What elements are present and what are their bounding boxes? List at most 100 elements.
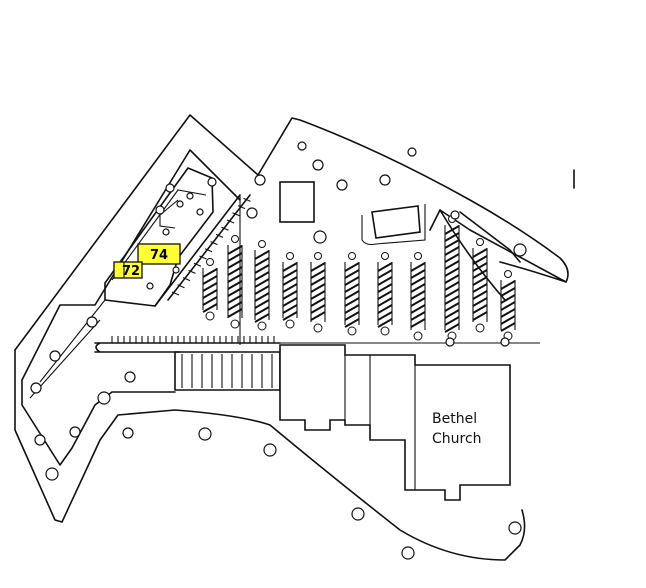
unit-74-label: 74 — [150, 248, 168, 263]
parking-stall-line — [282, 290, 298, 300]
parking-stall-line — [310, 311, 326, 321]
parking-stall-line — [410, 297, 426, 307]
parking-row-head-tree — [258, 240, 266, 248]
parking-stall-line — [282, 276, 298, 286]
unit-72-label: 72 — [122, 264, 140, 279]
parking-row-end-tree — [257, 321, 267, 331]
parking-row-end-tree — [475, 323, 485, 333]
parking-stall-line — [254, 264, 270, 274]
parking-stall-line — [344, 262, 360, 272]
parking-row-end-tree — [205, 311, 215, 321]
parking-stall-line — [500, 315, 516, 325]
parking-stall-line — [377, 276, 393, 286]
parking-stall-line — [410, 290, 426, 300]
tree-symbol — [401, 546, 415, 560]
parking-stall-line — [472, 262, 488, 272]
unit-74-highlight[interactable] — [137, 243, 181, 265]
parking-stall-line — [227, 252, 243, 262]
tree-symbol — [513, 243, 527, 257]
tree-symbol — [86, 316, 98, 328]
parking-stall-line — [227, 245, 243, 255]
parking-stall-line — [377, 290, 393, 300]
parking-stall-line — [500, 322, 516, 332]
tree-symbol — [313, 230, 327, 244]
parking-stall-line — [444, 288, 460, 298]
parking-stall-line — [227, 301, 243, 311]
parking-row-edge — [282, 262, 298, 318]
parking-row-end-tree — [413, 331, 423, 341]
parking-stall-line — [377, 269, 393, 279]
parking-stall-line — [472, 290, 488, 300]
aisle-tick — [177, 284, 185, 289]
tree-symbol — [263, 443, 277, 457]
parking-row-head-tree — [231, 235, 239, 243]
parking-stall-line — [254, 278, 270, 288]
parking-row-head-tree — [381, 252, 389, 260]
parking-stall-line — [202, 268, 218, 278]
parking-stall-line — [410, 311, 426, 321]
tree-symbol — [45, 467, 59, 481]
tree-symbol — [196, 208, 204, 216]
parking-stall-line — [444, 267, 460, 277]
parking-stall-line — [444, 309, 460, 319]
parking-stall-line — [472, 248, 488, 258]
parking-row-head-tree — [286, 252, 294, 260]
parking-stall-line — [310, 276, 326, 286]
tree-symbol — [379, 174, 391, 186]
parking-stall-line — [444, 281, 460, 291]
tree-symbol — [49, 350, 61, 362]
tree-symbol — [186, 192, 194, 200]
parking-stall-line — [377, 311, 393, 321]
aisle-tick — [182, 277, 191, 282]
parking-stall-line — [202, 282, 218, 292]
parking-stall-line — [410, 276, 426, 286]
tree-symbol — [155, 205, 165, 215]
parking-rows — [111, 197, 516, 388]
parking-stall-line — [282, 283, 298, 293]
parking-stall-line — [202, 296, 218, 306]
parking-row-end-tree — [313, 323, 323, 333]
tree-symbol — [124, 371, 136, 383]
parking-stall-line — [377, 297, 393, 307]
parking-stall-line — [254, 271, 270, 281]
main-drive — [94, 342, 281, 353]
parking-stall-line — [254, 313, 270, 323]
parking-stall-line — [310, 269, 326, 279]
parking-row-edge — [444, 225, 460, 330]
parking-row-edge — [377, 262, 393, 325]
trees — [30, 141, 527, 560]
parking-row-edge — [344, 262, 360, 325]
parking-stall-line — [444, 260, 460, 270]
parking-stall-line — [227, 266, 243, 276]
aisle-tick — [199, 255, 207, 260]
tree-symbol — [69, 426, 81, 438]
parking-stall-line — [377, 262, 393, 272]
parking-stall-line — [227, 273, 243, 283]
parking-row-head-tree — [206, 258, 214, 266]
tree-symbol — [172, 266, 180, 274]
parking-stall-line — [444, 302, 460, 312]
parking-stall-line — [500, 287, 516, 297]
parking-stall-line — [227, 287, 243, 297]
parking-stall-line — [410, 262, 426, 272]
aisle-tick — [226, 219, 235, 224]
parking-stall-line — [444, 316, 460, 326]
tree-symbol — [336, 179, 348, 191]
unit-72-highlight[interactable] — [113, 261, 143, 279]
tree-symbol — [198, 427, 212, 441]
property-boundary-south — [14, 349, 526, 561]
parking-stall-line — [444, 239, 460, 249]
parking-stall-line — [472, 311, 488, 321]
parking-row-end-tree — [380, 326, 390, 336]
tree-symbol — [254, 174, 266, 186]
parking-stall-line — [202, 275, 218, 285]
church-label-line1: Bethel — [432, 411, 477, 427]
tree-symbol — [407, 147, 417, 157]
parking-stall-line — [254, 257, 270, 267]
walkway-line-west — [29, 299, 106, 399]
parking-stall-line — [472, 297, 488, 307]
parking-stall-line — [377, 283, 393, 293]
parking-stall-line — [310, 304, 326, 314]
parking-stall-line — [282, 304, 298, 314]
tree-symbol — [97, 391, 111, 405]
